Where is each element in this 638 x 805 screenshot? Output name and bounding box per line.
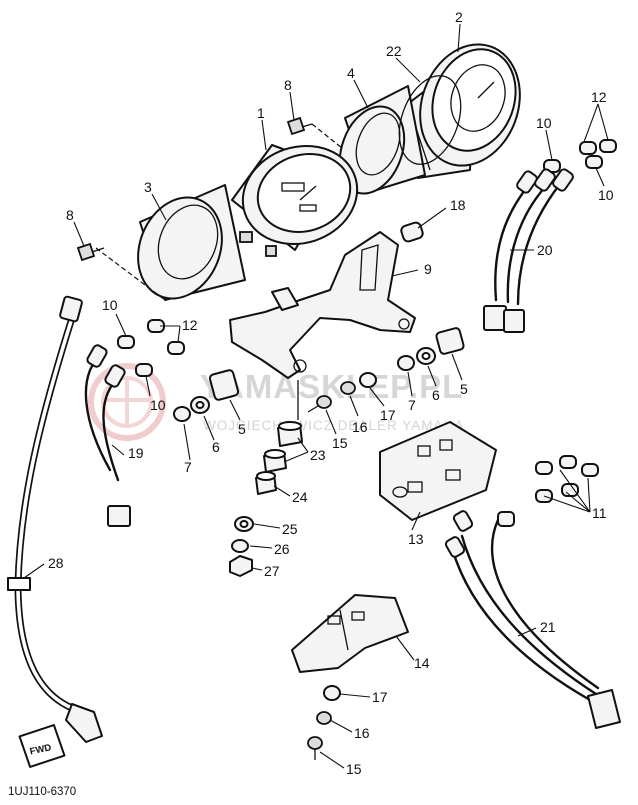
part-label-22: 22 <box>386 43 402 59</box>
part-label-8-upper: 8 <box>284 77 292 93</box>
nut-lower <box>323 685 341 701</box>
bolt-lower <box>307 736 323 760</box>
damper-left <box>208 369 240 401</box>
lower-bracket <box>291 594 409 673</box>
screw-upper <box>286 116 313 136</box>
part-label-10-left-a: 10 <box>102 297 118 313</box>
cable-divider <box>7 577 31 591</box>
gauge-lens-ring <box>398 75 462 165</box>
bushing-stack <box>229 380 303 577</box>
gauge-cup-left <box>137 184 246 301</box>
part-label-24: 24 <box>292 489 308 505</box>
part-label-26: 26 <box>274 541 290 557</box>
part-label-20: 20 <box>537 242 553 258</box>
part-label-23: 23 <box>310 447 326 463</box>
part-label-4: 4 <box>347 65 355 81</box>
part-label-15-lower: 15 <box>346 761 362 777</box>
part-label-15-upper: 15 <box>332 435 348 451</box>
part-label-1: 1 <box>257 105 265 121</box>
socket-cord-left <box>84 344 131 527</box>
fwd-label: FWD <box>29 742 53 757</box>
bulbs-upper-right <box>543 139 617 173</box>
part-label-10-upper-a: 10 <box>536 115 552 131</box>
part-label-25: 25 <box>282 521 298 537</box>
part-label-27: 27 <box>264 563 280 579</box>
damper-right <box>435 327 465 355</box>
part-label-21: 21 <box>540 619 556 635</box>
part-label-16-upper: 16 <box>352 419 368 435</box>
nut-upper <box>359 372 377 388</box>
part-label-12-left: 12 <box>182 317 198 333</box>
gauge-cup-right <box>338 85 426 195</box>
washers-right <box>397 347 436 371</box>
socket-cord-lower <box>444 510 621 729</box>
bulbs-left <box>117 319 185 377</box>
watermark-title: YAMASKLEP.PL <box>200 368 463 405</box>
part-label-9: 9 <box>424 261 432 277</box>
part-label-7-right: 7 <box>408 397 416 413</box>
part-label-17-lower: 17 <box>372 689 388 705</box>
part-label-3: 3 <box>144 179 152 195</box>
part-label-2: 2 <box>455 9 463 25</box>
washers-left <box>173 396 210 422</box>
meter-bracket <box>229 231 416 379</box>
part-label-5-right: 5 <box>460 381 468 397</box>
watermark: YAMASKLEP.PL WOJCIECHOWICZ DEALER YAMAHA <box>88 363 464 441</box>
part-label-11: 11 <box>592 505 607 521</box>
bulbs-right <box>535 455 599 503</box>
part-label-14: 14 <box>414 655 430 671</box>
speedometer-gauge <box>231 144 359 257</box>
fwd-direction-badge: FWD <box>18 724 66 768</box>
grommet <box>400 221 424 243</box>
part-label-18: 18 <box>450 197 466 213</box>
part-label-17-upper: 17 <box>380 407 396 423</box>
socket-cord-upper <box>483 168 574 333</box>
part-label-16-lower: 16 <box>354 725 370 741</box>
diagram-code: 1UJ110-6370 <box>8 786 76 798</box>
part-label-19: 19 <box>128 445 144 461</box>
watermark-subtitle: WOJCIECHOWICZ DEALER YAMAHA <box>203 418 464 433</box>
part-label-13: 13 <box>408 531 424 547</box>
part-number-labels: 2 22 4 8 1 3 8 12 10 10 18 20 9 10 12 10… <box>48 9 614 777</box>
part-label-10-upper-b: 10 <box>598 187 614 203</box>
lower-cover <box>379 421 497 521</box>
part-label-5-left: 5 <box>238 421 246 437</box>
washer-lower <box>316 711 332 725</box>
part-label-10-left-b: 10 <box>150 397 166 413</box>
part-label-12-upper: 12 <box>591 89 607 105</box>
screw-left <box>76 242 105 262</box>
part-label-6-right: 6 <box>432 387 440 403</box>
part-label-7-left: 7 <box>184 459 192 475</box>
part-label-28: 28 <box>48 555 64 571</box>
washer-upper <box>340 381 356 395</box>
part-label-8-left: 8 <box>66 207 74 223</box>
speedometer-cable <box>7 295 103 743</box>
part-label-6-left: 6 <box>212 439 220 455</box>
watermark-logo-icon <box>88 363 166 441</box>
bolt-upper <box>307 395 332 413</box>
leader-lines <box>23 23 609 769</box>
